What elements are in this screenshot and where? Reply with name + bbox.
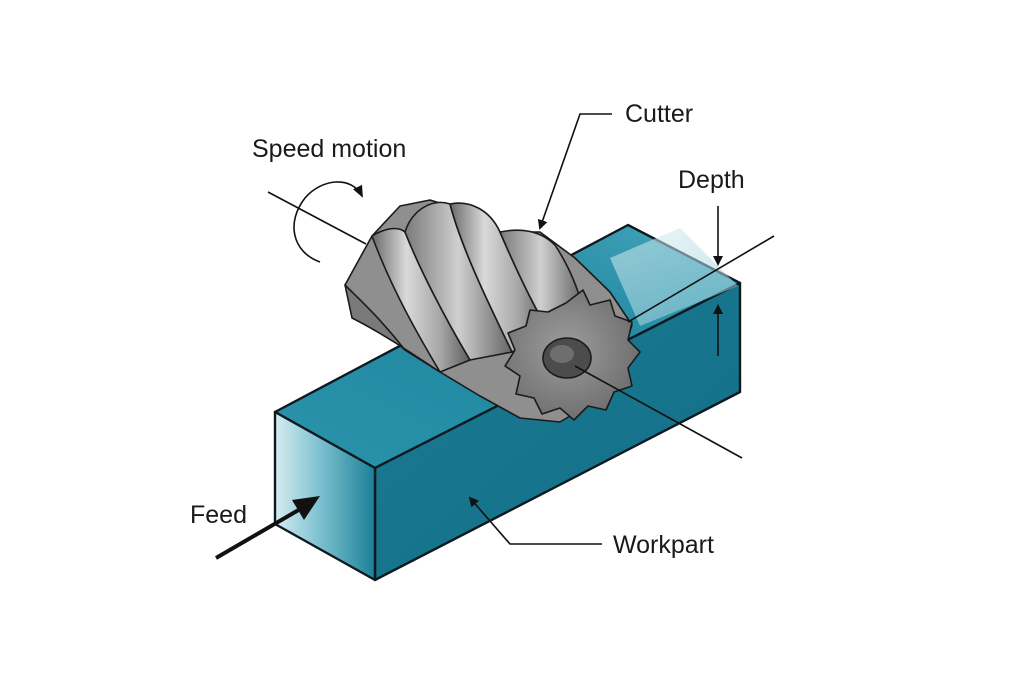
workpart-cut-surface (610, 228, 738, 326)
cutter-axis-front (574, 365, 743, 459)
workpart-leader (468, 496, 602, 545)
arrow-icon (214, 496, 320, 560)
depth-dimension (627, 206, 775, 356)
label-feed: Feed (190, 501, 247, 529)
cutter (344, 199, 641, 423)
label-depth: Depth (678, 166, 745, 194)
cutter-bore-highlight (550, 345, 574, 363)
cutter-leader (537, 113, 612, 230)
cutter-axis-back (267, 191, 367, 245)
label-workpart: Workpart (613, 531, 714, 559)
label-speed-motion: Speed motion (252, 135, 406, 163)
label-cutter: Cutter (625, 100, 693, 128)
workpart-end-face (273, 410, 377, 582)
curved-arrow-icon (293, 181, 363, 263)
cutter-flute-4 (344, 284, 441, 373)
